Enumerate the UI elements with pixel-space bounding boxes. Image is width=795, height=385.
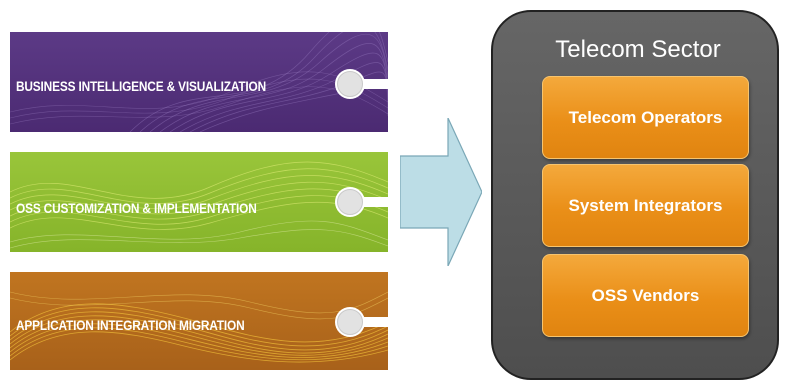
wave-pattern: [10, 161, 388, 249]
service-label: BUSINESS INTELLIGENCE & VISUALIZATION: [16, 79, 267, 94]
connector-knob-icon: [335, 187, 388, 217]
sector-item-oss-vendors: OSS Vendors: [542, 254, 749, 337]
connector-knob-icon: [335, 69, 388, 99]
service-label: OSS CUSTOMIZATION & IMPLEMENTATION: [16, 201, 257, 216]
right-arrow-icon: [400, 118, 482, 266]
service-label: APPLICATION INTEGRATION MIGRATION: [16, 318, 245, 333]
sector-title: Telecom Sector: [555, 36, 721, 63]
service-banner-bi-visualization: BUSINESS INTELLIGENCE & VISUALIZATION: [10, 32, 388, 132]
sector-item-system-integrators: System Integrators: [542, 164, 749, 247]
service-banner-oss-customization: OSS CUSTOMIZATION & IMPLEMENTATION: [10, 152, 388, 252]
telecom-sector-panel: Telecom Sector Telecom Operators System …: [491, 10, 779, 380]
sector-item-telecom-operators: Telecom Operators: [542, 76, 749, 159]
connector-knob-icon: [335, 307, 388, 337]
service-banner-application-integration: APPLICATION INTEGRATION MIGRATION: [10, 272, 388, 370]
